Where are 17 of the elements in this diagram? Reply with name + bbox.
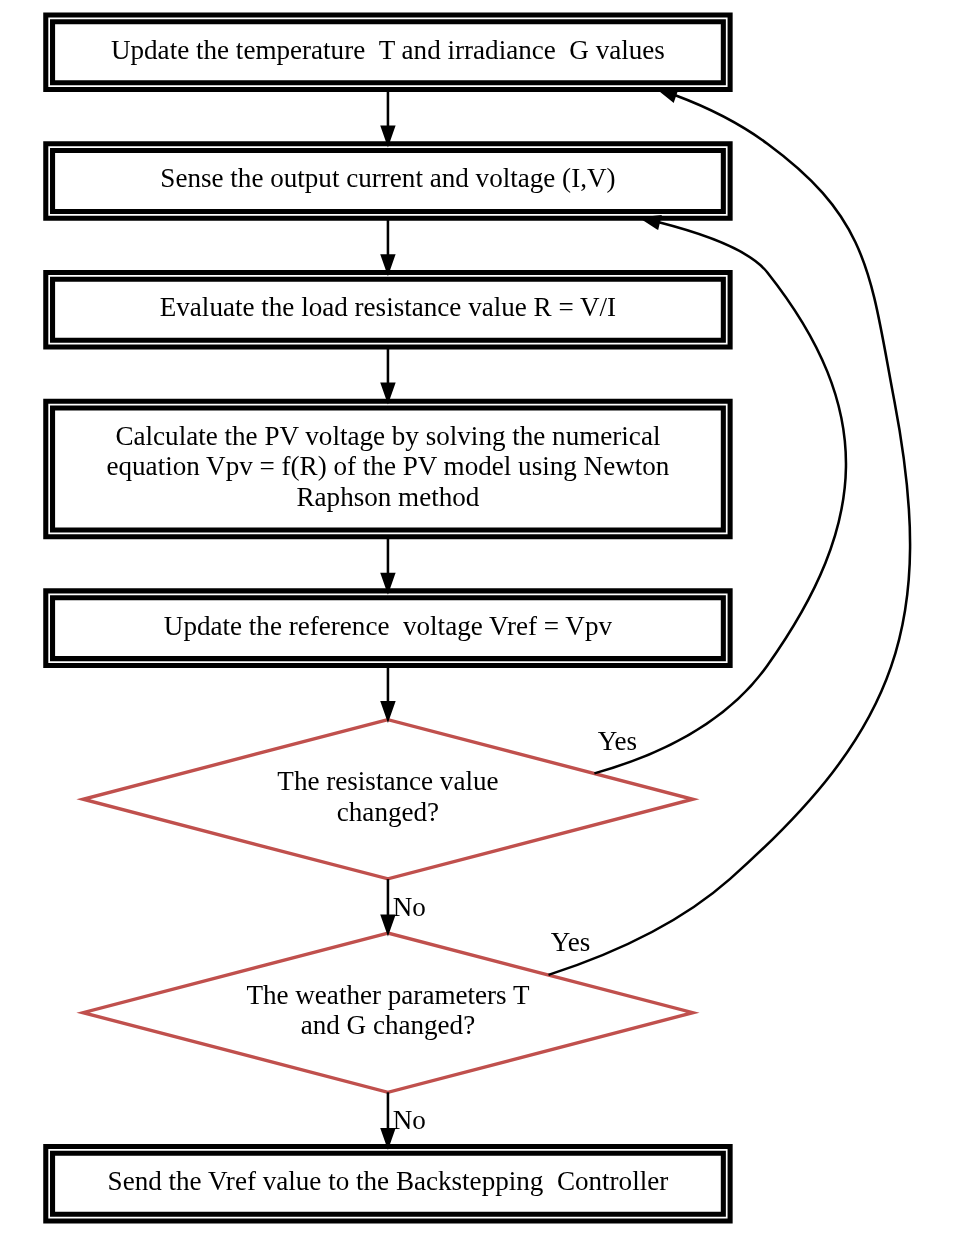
arrow bbox=[379, 879, 396, 937]
arrow bbox=[379, 89, 396, 148]
arrow bbox=[379, 666, 396, 724]
node-box: Update the temperature T and irradiance G values bbox=[42, 12, 733, 93]
edge-label: No bbox=[392, 1105, 426, 1136]
edge-label: Yes bbox=[597, 726, 637, 757]
arrow bbox=[593, 215, 847, 775]
node-box: Evaluate the load resistance value R = V/I bbox=[42, 269, 733, 350]
arrow bbox=[379, 218, 396, 277]
node-box: Send the Vref value to the Backstepping Controller bbox=[42, 1143, 733, 1224]
node-box: Calculate the PV voltage by solving the numerical equation Vpv = f(R) of the PV model using Newton Raphson method bbox=[42, 398, 733, 540]
arrow bbox=[379, 536, 396, 595]
node-box: Update the reference voltage Vref = Vpv bbox=[42, 588, 733, 668]
arrow bbox=[379, 347, 396, 405]
arrow bbox=[379, 1092, 396, 1150]
node-box: Sense the output current and voltage (I,V) bbox=[42, 141, 733, 221]
edge-label: No bbox=[392, 892, 426, 923]
